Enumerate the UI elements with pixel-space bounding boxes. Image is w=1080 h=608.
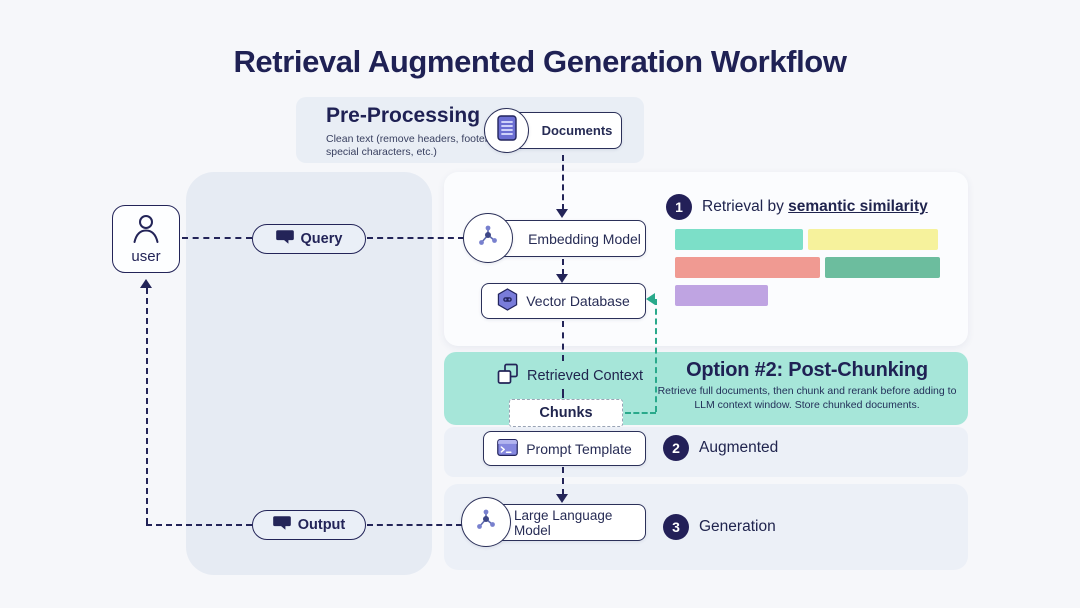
similarity-bar [675,229,803,250]
page-title: Retrieval Augmented Generation Workflow [233,44,847,79]
step-1-text: Retrieval by [702,198,784,215]
line-user-to-query [182,237,252,239]
step-1-badge: 1 [666,194,692,220]
step-3-number: 3 [672,519,680,535]
retrieval-bars [675,229,940,313]
vector-database-node: Vector Database [481,283,646,319]
step-1-number: 1 [675,199,683,215]
prompt-template-node: Prompt Template [483,431,646,466]
similarity-bar [675,285,768,306]
option2-description: Retrieve full documents, then chunk and … [657,385,957,411]
step-1-label: Retrieval by semantic similarity [702,198,928,216]
similarity-bar [808,229,938,250]
network-graph-icon [475,223,501,254]
prompt-template-label: Prompt Template [526,440,632,457]
documents-label: Documents [541,123,613,138]
step-2-label: Augmented [699,439,779,456]
output-label: Output [297,517,346,533]
network-graph-icon [473,507,499,538]
retrieved-context-label: Retrieved Context [527,368,644,384]
bar-row [675,257,940,278]
arrowhead-left-green-icon [646,293,655,305]
terminal-window-icon [497,438,519,459]
query-label: Query [300,231,343,247]
llm-label: Large Language Model [514,507,613,538]
vector-database-label: Vector Database [526,293,630,309]
preprocessing-title: Pre-Processing [326,104,481,127]
query-node: Query [252,224,366,254]
copy-squares-icon [497,363,519,389]
arrow-prompt-to-llm [562,467,564,495]
arrow-embedding-to-vectordb [562,259,564,275]
option2-block: Option #2: Post-Chunking Retrieve full d… [656,359,958,412]
line-return-to-user [146,288,148,524]
arrowhead-down-icon [556,494,568,503]
output-node: Output [252,510,366,540]
llm-icon-circle [461,497,511,547]
user-icon [129,211,163,251]
user-label: user [131,248,161,265]
step-2-badge: 2 [663,435,689,461]
step-1-emphasis: semantic similarity [788,198,928,215]
embedding-model-label: Embedding Model [528,230,641,247]
line-output-return [146,524,252,526]
chunks-node: Chunks [509,399,623,427]
document-icon [496,115,517,146]
retrieved-context-node: Retrieved Context [497,363,643,389]
llm-node: Large Language Model [485,504,646,541]
chat-bubble-icon [275,229,294,249]
option2-title: Option #2: Post-Chunking [686,359,928,381]
similarity-bar [825,257,940,278]
line-query-to-embedding [367,237,464,239]
line-chunks-up [655,299,657,412]
embedding-model-node: Embedding Model [487,220,646,257]
line-vectordb-to-context [562,321,564,361]
hexagon-database-icon [497,288,518,314]
arrowhead-up-icon [140,279,152,288]
bar-row [675,229,940,250]
line-llm-to-output [367,524,462,526]
embedding-icon-circle [463,213,513,263]
arrowhead-down-icon [556,274,568,283]
arrow-documents-to-embedding [562,155,564,210]
line-context-to-chunks [562,389,564,398]
chunks-label: Chunks [539,405,593,421]
line-chunks-to-vectordb [625,412,656,414]
documents-icon-circle [484,108,529,153]
user-node: user [112,205,180,273]
arrowhead-down-icon [556,209,568,218]
step-2-number: 2 [672,440,680,456]
preprocessing-description: Clean text (remove headers, footers, spe… [326,133,497,158]
bar-row [675,285,940,306]
step-3-label: Generation [699,518,776,535]
similarity-bar [675,257,820,278]
chat-bubble-icon [272,515,291,535]
step-3-badge: 3 [663,514,689,540]
